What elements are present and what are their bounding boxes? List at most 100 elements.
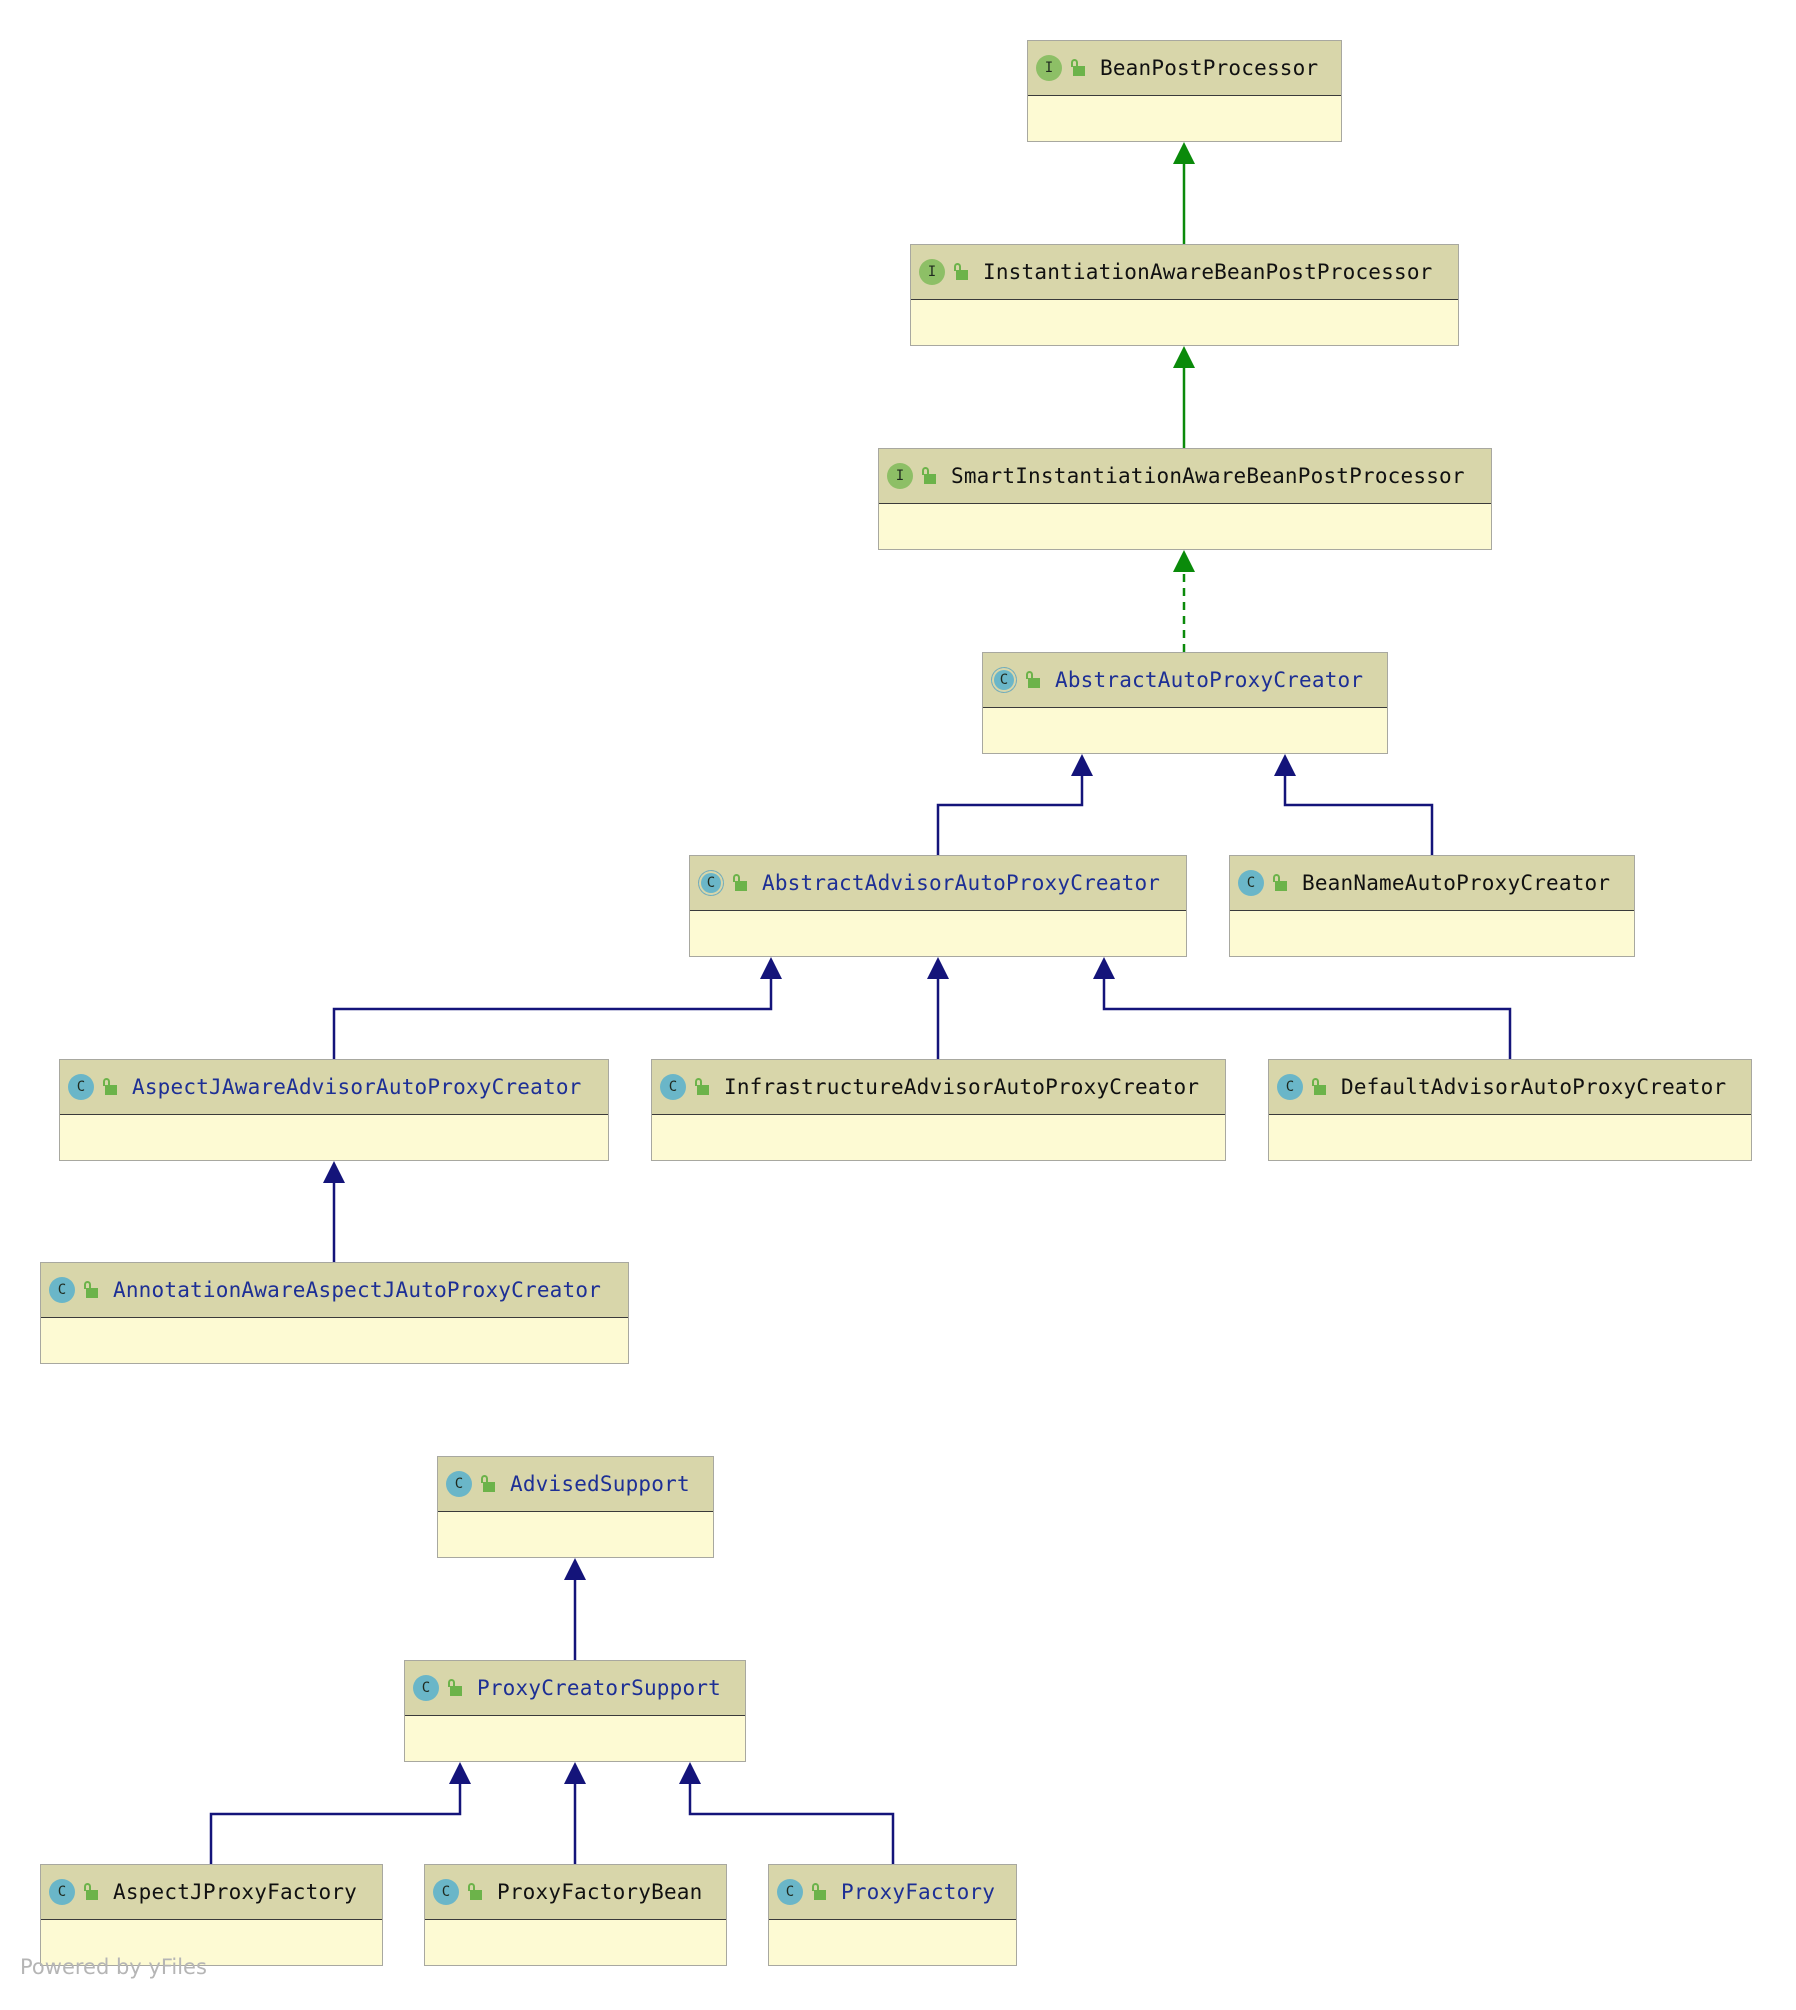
public-access-icon (480, 1475, 496, 1493)
interface-icon: I (919, 259, 945, 285)
class-node-header: I SmartInstantiationAwareBeanPostProcesso… (879, 449, 1491, 504)
arrowhead (1071, 754, 1093, 776)
class-icon: C (49, 1277, 75, 1303)
class-name-label: AnnotationAwareAspectJAutoProxyCreator (113, 1278, 602, 1302)
public-access-icon (1070, 59, 1086, 77)
edge-pf-to-pcs (679, 1762, 895, 1864)
class-node-aaapc[interactable]: C AbstractAdvisorAutoProxyCreator (689, 855, 1187, 957)
arrowhead (323, 1161, 345, 1183)
public-access-icon (467, 1883, 483, 1901)
class-icon: C (660, 1074, 686, 1100)
class-node-header: C DefaultAdvisorAutoProxyCreator (1269, 1060, 1751, 1115)
class-icon: C (777, 1879, 803, 1905)
class-node-daapc[interactable]: C DefaultAdvisorAutoProxyCreator (1268, 1059, 1752, 1161)
class-name-label: AspectJProxyFactory (113, 1880, 358, 1904)
edge-aaapc-to-aapc (936, 754, 1093, 855)
class-node-pf[interactable]: C ProxyFactory (768, 1864, 1017, 1966)
arrowhead (564, 1558, 586, 1580)
public-access-icon (732, 874, 748, 892)
public-access-icon (811, 1883, 827, 1901)
class-node-header: C AspectJAwareAdvisorAutoProxyCreator (60, 1060, 608, 1115)
public-access-icon (1272, 874, 1288, 892)
edge-bnapc-to-aapc (1274, 754, 1434, 855)
edge-pfb-to-pcs (564, 1762, 586, 1864)
abstract-class-icon: C (991, 667, 1017, 693)
abstract-class-icon: C (698, 870, 724, 896)
edge-aapc-to-siabpp (1173, 550, 1195, 652)
class-node-aapc[interactable]: C AbstractAutoProxyCreator (982, 652, 1388, 754)
arrowhead (927, 957, 949, 979)
class-name-label: InstantiationAwareBeanPostProcessor (983, 260, 1433, 284)
class-name-label: SmartInstantiationAwareBeanPostProcessor (951, 464, 1465, 488)
arrowhead (679, 1762, 701, 1784)
class-node-header: C ProxyFactory (769, 1865, 1016, 1920)
class-name-label: AspectJAwareAdvisorAutoProxyCreator (132, 1075, 582, 1099)
class-name-label: ProxyCreatorSupport (477, 1676, 722, 1700)
edge-ajaaapc-to-aaapc (332, 957, 782, 1059)
edge-iaapc-to-aaapc (927, 957, 949, 1059)
class-name-label: BeanNameAutoProxyCreator (1302, 871, 1611, 895)
edge-line (688, 1784, 895, 1864)
class-name-label: AbstractAdvisorAutoProxyCreator (762, 871, 1161, 895)
public-access-icon (83, 1883, 99, 1901)
public-access-icon (694, 1078, 710, 1096)
arrowhead (1093, 957, 1115, 979)
class-name-label: InfrastructureAdvisorAutoProxyCreator (724, 1075, 1200, 1099)
class-node-iabpp[interactable]: I InstantiationAwareBeanPostProcessor (910, 244, 1459, 346)
class-name-label: DefaultAdvisorAutoProxyCreator (1341, 1075, 1727, 1099)
arrowhead (1173, 550, 1195, 572)
edge-aaajapc-to-ajaaapc (323, 1161, 345, 1262)
class-node-aaajapc[interactable]: C AnnotationAwareAspectJAutoProxyCreator (40, 1262, 629, 1364)
public-access-icon (953, 263, 969, 281)
class-name-label: AbstractAutoProxyCreator (1055, 668, 1364, 692)
class-node-header: C AbstractAdvisorAutoProxyCreator (690, 856, 1186, 911)
edge-line (1102, 979, 1512, 1059)
arrowhead (564, 1762, 586, 1784)
edge-line (936, 776, 1084, 855)
arrowhead (449, 1762, 471, 1784)
class-name-label: BeanPostProcessor (1100, 56, 1319, 80)
class-node-header: C AnnotationAwareAspectJAutoProxyCreator (41, 1263, 628, 1318)
edge-ajpf-to-pcs (209, 1762, 471, 1864)
class-node-pcs[interactable]: C ProxyCreatorSupport (404, 1660, 746, 1762)
arrowhead (1173, 142, 1195, 164)
edge-line (332, 979, 773, 1059)
public-access-icon (1025, 671, 1041, 689)
class-icon: C (446, 1471, 472, 1497)
class-name-label: ProxyFactory (841, 1880, 996, 1904)
class-node-iaapc[interactable]: C InfrastructureAdvisorAutoProxyCreator (651, 1059, 1226, 1161)
edge-line (1283, 776, 1434, 855)
class-node-bnapc[interactable]: C BeanNameAutoProxyCreator (1229, 855, 1635, 957)
interface-icon: I (887, 463, 913, 489)
class-node-header: C BeanNameAutoProxyCreator (1230, 856, 1634, 911)
edge-pcs-to-as (564, 1558, 586, 1660)
arrowhead (760, 957, 782, 979)
class-icon: C (1238, 870, 1264, 896)
class-icon: C (68, 1074, 94, 1100)
class-node-header: C InfrastructureAdvisorAutoProxyCreator (652, 1060, 1225, 1115)
class-icon: C (413, 1675, 439, 1701)
class-node-bpp[interactable]: I BeanPostProcessor (1027, 40, 1342, 142)
public-access-icon (447, 1679, 463, 1697)
public-access-icon (921, 467, 937, 485)
class-node-ajaaapc[interactable]: C AspectJAwareAdvisorAutoProxyCreator (59, 1059, 609, 1161)
class-name-label: ProxyFactoryBean (497, 1880, 703, 1904)
interface-icon: I (1036, 55, 1062, 81)
public-access-icon (102, 1078, 118, 1096)
class-node-header: I BeanPostProcessor (1028, 41, 1341, 96)
edge-iabpp-to-bpp (1173, 142, 1195, 244)
arrowhead (1274, 754, 1296, 776)
class-icon: C (1277, 1074, 1303, 1100)
watermark: Powered by yFiles (20, 1955, 207, 1979)
arrowhead (1173, 346, 1195, 368)
class-node-siabpp[interactable]: I SmartInstantiationAwareBeanPostProcesso… (878, 448, 1492, 550)
edge-daapc-to-aaapc (1093, 957, 1512, 1059)
